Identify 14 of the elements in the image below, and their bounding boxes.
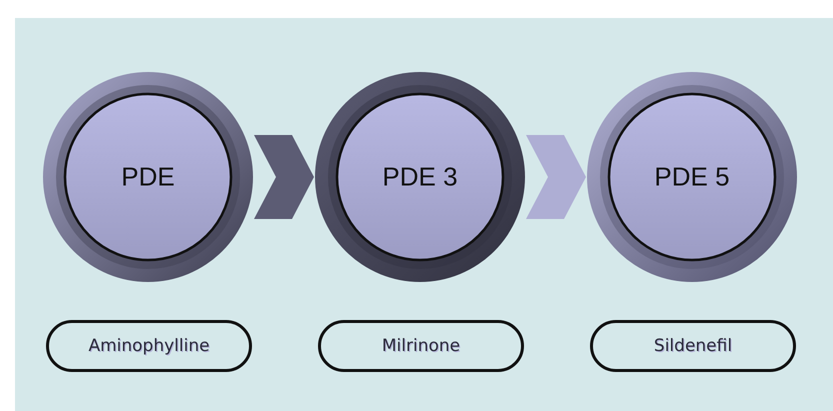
enzyme-circle [42,71,254,283]
drug-label [46,320,252,372]
enzyme-name: PDE 3 [381,162,459,192]
drug-label [318,320,524,372]
enzyme-circle [586,71,798,283]
drug-name: Aminophylline [88,336,210,356]
drug-name: Milrinone [382,336,460,356]
enzyme-name: PDE 5 [653,162,731,192]
enzyme-name: PDE [120,162,176,192]
drug-label [590,320,796,372]
enzyme-circle [314,71,526,283]
chevron-arrow [526,135,586,219]
chevron-arrow [254,135,314,219]
drug-name: Sildenefil [654,336,732,356]
